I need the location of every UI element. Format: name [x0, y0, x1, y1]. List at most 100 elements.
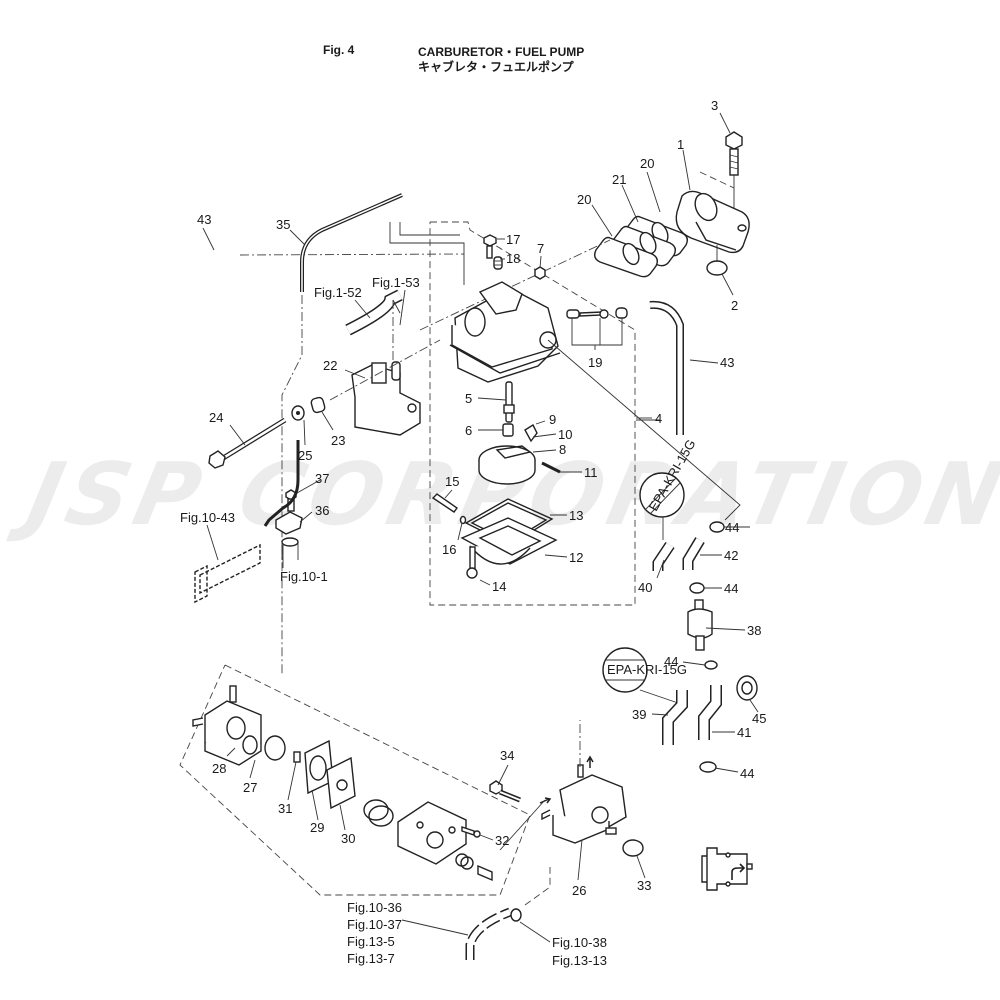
- valve-27: [242, 735, 258, 755]
- spring-pump: [363, 799, 394, 827]
- callout-34: 34: [500, 748, 514, 763]
- title-japanese: キャブレタ・フュエルポンプ: [418, 60, 574, 74]
- callout-37: 37: [315, 471, 329, 486]
- clamp-fig10-38: [510, 908, 522, 922]
- callout-20-lower: 20: [577, 192, 591, 207]
- callout-38: 38: [747, 623, 761, 638]
- o-ring-2: [706, 260, 728, 276]
- screw-31: [293, 751, 301, 763]
- ref-fig10-37: Fig.10-37: [347, 917, 402, 932]
- callout-3: 3: [711, 98, 718, 113]
- callouts: 3 1 20 21 20 2 17 18 7 19 43 4 5 6 9 10 …: [180, 98, 766, 968]
- callout-29: 29: [310, 820, 324, 835]
- callout-32: 32: [495, 833, 509, 848]
- ref-fig1-53: Fig.1-53: [372, 275, 420, 290]
- callout-36: 36: [315, 503, 329, 518]
- figure-number: Fig. 4: [323, 43, 355, 57]
- stamp-text-lower: EPA-KRI-15G: [607, 662, 687, 677]
- cable-clamp-36: [275, 511, 303, 535]
- pilot-screw-set-19: [566, 307, 628, 346]
- spring-plunger: [455, 853, 493, 882]
- bolt-24: [208, 417, 287, 469]
- ref-fig13-7: Fig.13-7: [347, 951, 395, 966]
- emission-stamp-upper: EPA-KRI-15G: [639, 437, 699, 518]
- needle-valve-seat-5: [503, 381, 515, 423]
- drain-screw-15: [431, 493, 458, 513]
- hose-42: [682, 537, 705, 570]
- valve-plate-27: [264, 735, 286, 761]
- main-jet-6: [502, 423, 514, 437]
- post-fig10-1: [281, 537, 299, 560]
- callout-9: 9: [549, 412, 556, 427]
- flow-arrow-up-icon: [586, 755, 594, 768]
- spring-18: [493, 256, 503, 270]
- callout-22: 22: [323, 358, 337, 373]
- callout-10: 10: [558, 427, 572, 442]
- callout-43-right: 43: [720, 355, 734, 370]
- callout-44-d: 44: [740, 766, 754, 781]
- choke-solenoid-22: [351, 361, 421, 436]
- carburetor-assembly-boundary: [429, 221, 636, 606]
- hose-41: [698, 685, 722, 740]
- bolt-3: [725, 131, 743, 176]
- collar-23: [310, 396, 326, 414]
- bolt-34: [489, 780, 521, 803]
- callout-44-a: 44: [725, 520, 739, 535]
- ref-fig10-1: Fig.10-1: [280, 569, 328, 584]
- screw-7: [534, 266, 546, 280]
- hose-43-left: [188, 254, 234, 390]
- callout-6: 6: [465, 423, 472, 438]
- callout-35: 35: [276, 217, 290, 232]
- pump-housing-28: [192, 685, 262, 766]
- callout-15: 15: [445, 474, 459, 489]
- callout-14: 14: [492, 579, 506, 594]
- fuel-filter-38: [687, 599, 713, 651]
- callout-13: 13: [569, 508, 583, 523]
- callout-19: 19: [588, 355, 602, 370]
- ref-fig13-13: Fig.13-13: [552, 953, 607, 968]
- callout-42: 42: [724, 548, 738, 563]
- callout-12: 12: [569, 550, 583, 565]
- callout-1: 1: [677, 137, 684, 152]
- callout-17: 17: [506, 232, 520, 247]
- grommet-45: [736, 675, 758, 701]
- callout-18: 18: [506, 251, 520, 266]
- callout-33: 33: [637, 878, 651, 893]
- clamp-44-c: [704, 660, 718, 670]
- o-ring-33: [622, 839, 644, 857]
- ref-fig10-43: Fig.10-43: [180, 510, 235, 525]
- callout-41: 41: [737, 725, 751, 740]
- o-ring-16: [459, 515, 467, 525]
- callout-24: 24: [209, 410, 223, 425]
- title-english: CARBURETOR・FUEL PUMP: [418, 45, 585, 59]
- callout-7: 7: [537, 241, 544, 256]
- callout-5: 5: [465, 391, 472, 406]
- callout-11: 11: [584, 465, 598, 480]
- callout-44-c: 44: [664, 654, 678, 669]
- bracket-fig10-43: [194, 543, 261, 604]
- fuel-pump-kit-boundary: [179, 664, 531, 896]
- callout-45: 45: [752, 711, 766, 726]
- leader-lines: [202, 112, 759, 943]
- intake-manifold-1: [675, 190, 750, 254]
- callout-16: 16: [442, 542, 456, 557]
- callout-21: 21: [612, 172, 626, 187]
- pin-32: [461, 826, 481, 838]
- hose-39: [662, 690, 688, 745]
- clamp-44-b: [689, 582, 705, 594]
- callout-44-b: 44: [724, 581, 738, 596]
- callout-8: 8: [559, 442, 566, 457]
- ref-fig13-5: Fig.13-5: [347, 934, 395, 949]
- gasket-20-lower: [593, 236, 659, 278]
- ref-fig10-38: Fig.10-38: [552, 935, 607, 950]
- needle-valve-9-10: [524, 423, 538, 443]
- callout-27: 27: [243, 780, 257, 795]
- pump-cover: [397, 801, 467, 865]
- float-8: [478, 445, 536, 485]
- callout-30: 30: [341, 831, 355, 846]
- diaphragm-30: [326, 756, 356, 810]
- clamp-44-d: [699, 761, 717, 773]
- callout-2: 2: [731, 298, 738, 313]
- callout-23: 23: [331, 433, 345, 448]
